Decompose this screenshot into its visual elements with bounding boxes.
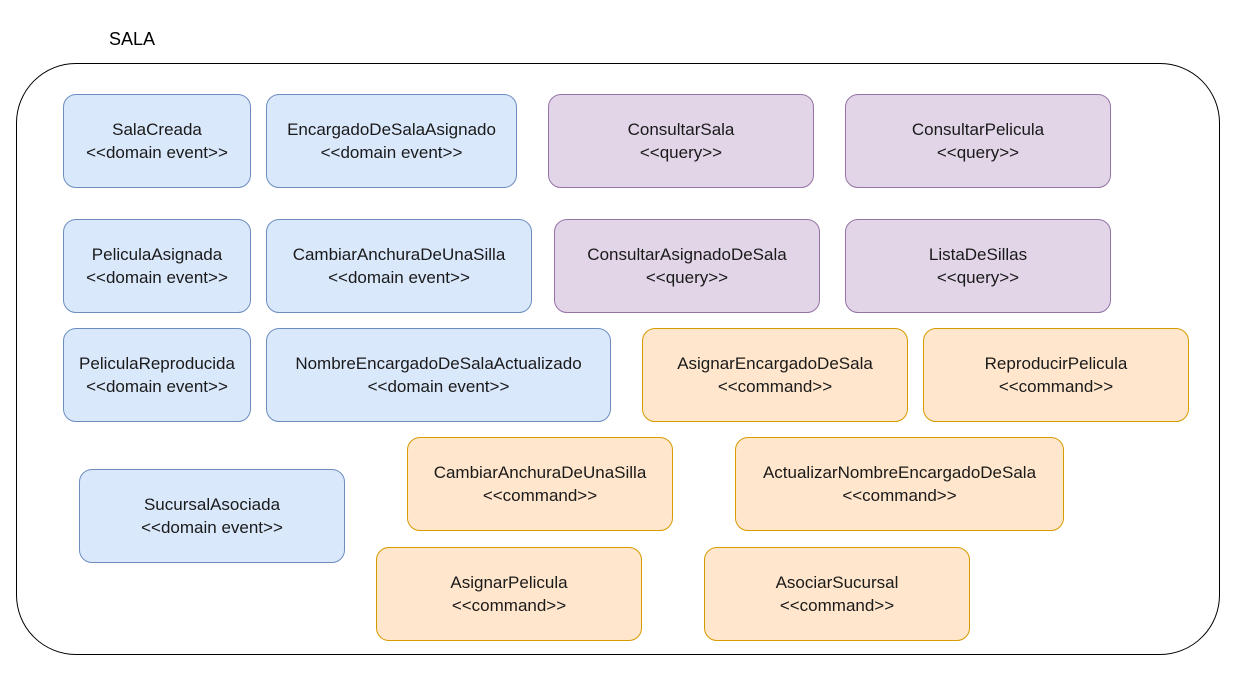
element-name: SucursalAsociada <box>143 495 281 514</box>
query-lista-de-sillas[interactable]: ListaDeSillas <<query>> <box>845 219 1111 313</box>
element-stereotype: <<command>> <box>451 596 567 615</box>
element-name: ConsultarPelicula <box>911 120 1045 139</box>
element-stereotype: <<query>> <box>639 143 723 162</box>
domain-event-pelicula-asignada[interactable]: PeliculaAsignada <<domain event>> <box>63 219 251 313</box>
domain-event-nombre-encargado-de-sala-actualizado[interactable]: NombreEncargadoDeSalaActualizado <<domai… <box>266 328 611 422</box>
element-stereotype: <<query>> <box>645 268 729 287</box>
element-stereotype: <<domain event>> <box>320 143 463 162</box>
element-stereotype: <<query>> <box>936 268 1020 287</box>
element-stereotype: <<domain event>> <box>328 268 470 287</box>
element-stereotype: <<domain event>> <box>86 268 228 287</box>
domain-event-pelicula-reproducida[interactable]: PeliculaReproducida <<domain event>> <box>63 328 251 422</box>
element-name: NombreEncargadoDeSalaActualizado <box>295 354 582 373</box>
element-name: ConsultarSala <box>627 120 735 139</box>
element-name: PeliculaAsignada <box>91 245 223 264</box>
element-name: CambiarAnchuraDeUnaSilla <box>292 245 506 264</box>
element-stereotype: <<domain event>> <box>86 377 228 396</box>
domain-event-sala-creada[interactable]: SalaCreada <<domain event>> <box>63 94 251 188</box>
query-consultar-asignado-de-sala[interactable]: ConsultarAsignadoDeSala <<query>> <box>554 219 820 313</box>
domain-event-sucursal-asociada[interactable]: SucursalAsociada <<domain event>> <box>79 469 345 563</box>
element-name: CambiarAnchuraDeUnaSilla <box>433 463 647 482</box>
query-consultar-sala[interactable]: ConsultarSala <<query>> <box>548 94 814 188</box>
element-stereotype: <<command>> <box>842 486 957 505</box>
element-name: SalaCreada <box>112 120 202 139</box>
element-name: AsociarSucursal <box>775 573 899 592</box>
element-stereotype: <<domain event>> <box>141 518 283 537</box>
element-name: ListaDeSillas <box>928 245 1028 264</box>
query-consultar-pelicula[interactable]: ConsultarPelicula <<query>> <box>845 94 1111 188</box>
element-stereotype: <<command>> <box>779 596 895 615</box>
element-name: PeliculaReproducida <box>79 354 235 373</box>
element-stereotype: <<domain event>> <box>86 143 228 162</box>
domain-event-encargado-de-sala-asignado[interactable]: EncargadoDeSalaAsignado <<domain event>> <box>266 94 517 188</box>
element-stereotype: <<command>> <box>717 377 833 396</box>
command-cambiar-anchura-de-una-silla[interactable]: CambiarAnchuraDeUnaSilla <<command>> <box>407 437 673 531</box>
element-stereotype: <<query>> <box>936 143 1020 162</box>
element-name: AsignarEncargadoDeSala <box>677 354 873 373</box>
element-name: ActualizarNombreEncargadoDeSala <box>762 463 1037 482</box>
element-name: ConsultarAsignadoDeSala <box>587 245 787 264</box>
command-asociar-sucursal[interactable]: AsociarSucursal <<command>> <box>704 547 970 641</box>
command-reproducir-pelicula[interactable]: ReproducirPelicula <<command>> <box>923 328 1189 422</box>
element-name: EncargadoDeSalaAsignado <box>287 120 496 139</box>
element-stereotype: <<domain event>> <box>367 377 510 396</box>
diagram-title: SALA <box>109 29 156 49</box>
domain-event-cambiar-anchura-de-una-silla[interactable]: CambiarAnchuraDeUnaSilla <<domain event>… <box>266 219 532 313</box>
element-stereotype: <<command>> <box>998 377 1114 396</box>
element-name: ReproducirPelicula <box>984 354 1128 373</box>
command-asignar-encargado-de-sala[interactable]: AsignarEncargadoDeSala <<command>> <box>642 328 908 422</box>
element-stereotype: <<command>> <box>482 486 598 505</box>
command-asignar-pelicula[interactable]: AsignarPelicula <<command>> <box>376 547 642 641</box>
element-name: AsignarPelicula <box>450 573 568 592</box>
command-actualizar-nombre-encargado-de-sala[interactable]: ActualizarNombreEncargadoDeSala <<comman… <box>735 437 1064 531</box>
